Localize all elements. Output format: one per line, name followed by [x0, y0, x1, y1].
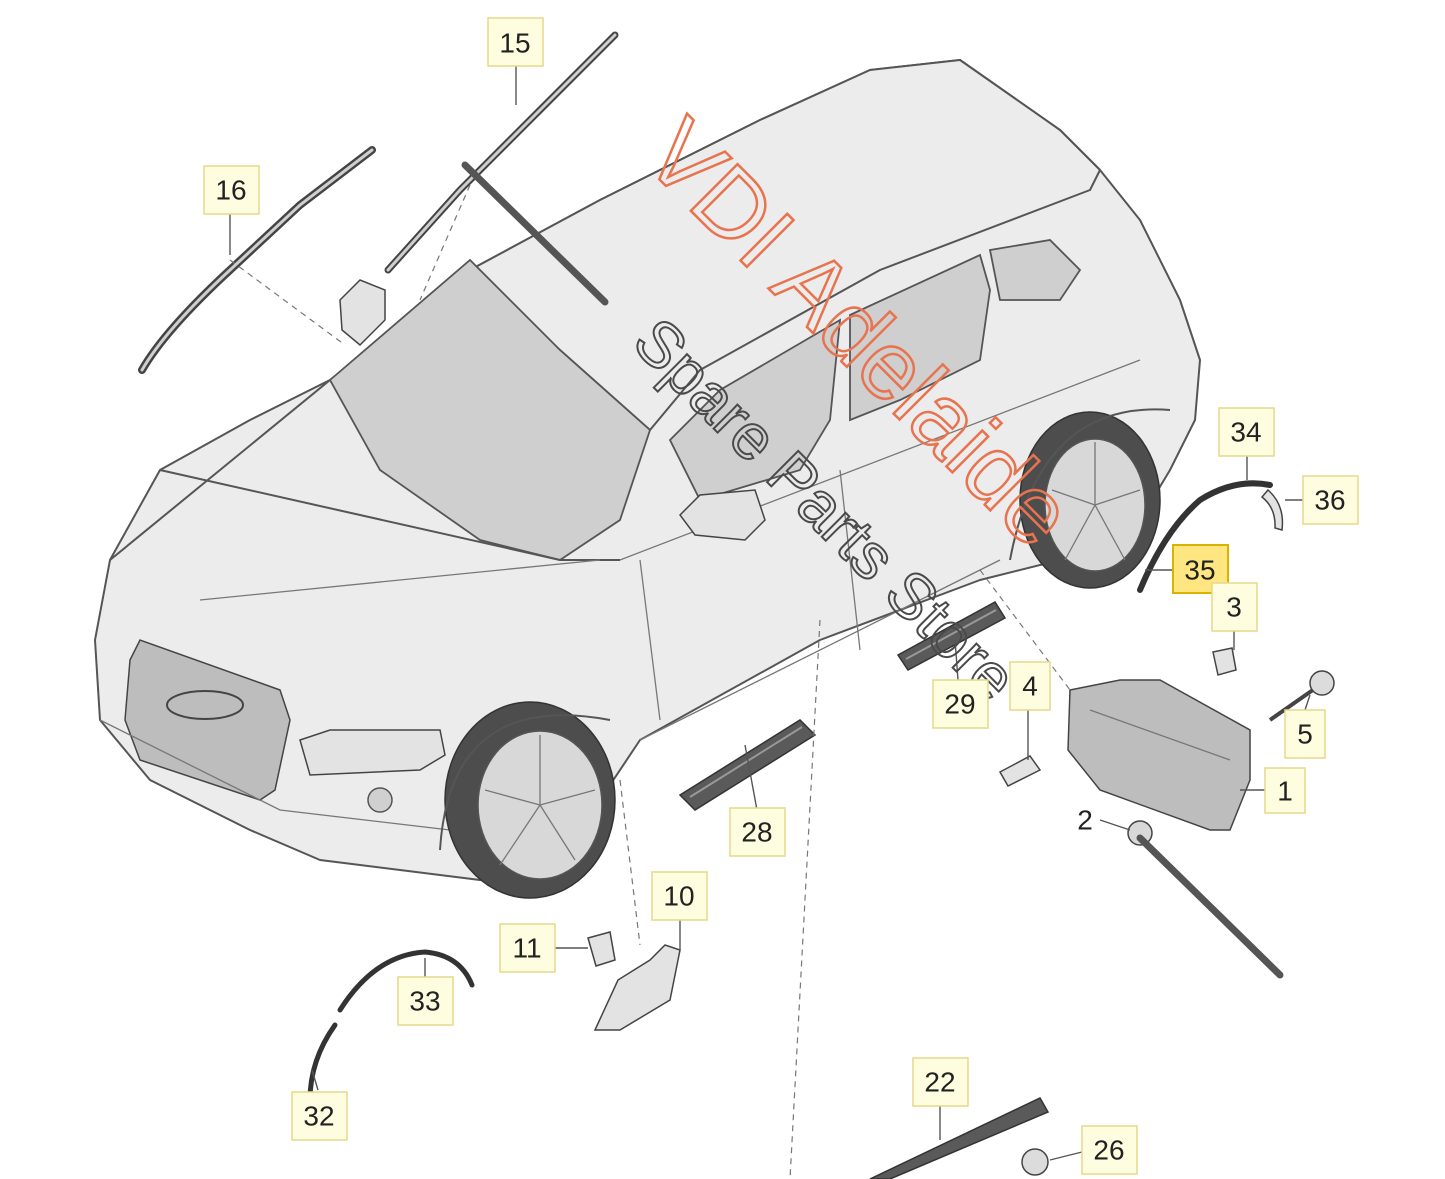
- callout-3[interactable]: 3: [1211, 582, 1258, 632]
- leader-lines: [229, 65, 1311, 1179]
- brand-emblem-icon: [166, 690, 244, 720]
- sill-trim-part: [869, 1097, 1050, 1179]
- fog-light: [367, 787, 393, 813]
- svg-text:4: 4: [1022, 671, 1038, 702]
- svg-text:15: 15: [499, 28, 530, 59]
- front-arch-trim-part: [337, 949, 475, 1013]
- rear-lower-panel-part: [1067, 679, 1251, 831]
- svg-text:34: 34: [1230, 417, 1261, 448]
- svg-text:10: 10: [663, 881, 694, 912]
- callout-10[interactable]: 10: [651, 871, 708, 921]
- hood-line: [109, 379, 331, 561]
- screw-part-5: [1268, 670, 1335, 722]
- separate-parts: [138, 31, 1335, 1179]
- svg-text:1: 1: [1277, 776, 1293, 807]
- svg-text:32: 32: [303, 1101, 334, 1132]
- svg-text:22: 22: [924, 1067, 955, 1098]
- rear-rim-spokes: [1051, 442, 1141, 561]
- headlight: [299, 729, 446, 776]
- callout-5[interactable]: 5: [1284, 709, 1326, 759]
- callout-28[interactable]: 28: [729, 807, 786, 857]
- clip-part-11: [587, 931, 616, 967]
- svg-text:28: 28: [741, 817, 772, 848]
- rear-arch-trim-part: [1137, 480, 1273, 593]
- rear-wheel-arch: [1009, 408, 1171, 561]
- quarter-window: [988, 239, 1082, 301]
- svg-text:29: 29: [944, 689, 975, 720]
- callout-34[interactable]: 34: [1218, 407, 1275, 457]
- callouts: 15 16 34 36 35 3 5 1 2: [203, 17, 1359, 1175]
- front-arch-lower-part: [307, 1022, 338, 1103]
- callout-29[interactable]: 29: [932, 679, 989, 729]
- callout-1[interactable]: 1: [1264, 767, 1306, 814]
- sill-line: [639, 559, 1001, 741]
- callout-15[interactable]: 15: [487, 17, 544, 67]
- callout-32[interactable]: 32: [291, 1091, 348, 1141]
- callout-16[interactable]: 16: [203, 165, 260, 215]
- plug-part-4: [998, 755, 1042, 787]
- front-wheel-arch: [439, 714, 611, 851]
- svg-text:5: 5: [1297, 719, 1313, 750]
- svg-text:26: 26: [1093, 1135, 1124, 1166]
- windshield: [328, 258, 652, 561]
- rear-door-window: [849, 253, 991, 422]
- callout-11[interactable]: 11: [499, 923, 556, 973]
- callout-4[interactable]: 4: [1009, 661, 1051, 711]
- rear-door-line: [839, 469, 861, 651]
- front-door-trim-part: [678, 719, 817, 811]
- front-grille: [124, 639, 291, 801]
- left-mirror: [339, 279, 386, 347]
- right-mirror: [679, 489, 766, 541]
- callout-22[interactable]: 22: [912, 1057, 969, 1107]
- vehicle-illustration: [94, 59, 1201, 899]
- clip-part-3: [1212, 647, 1237, 676]
- front-lower-trim-part: [593, 944, 681, 1031]
- callout-33[interactable]: 33: [397, 976, 454, 1026]
- svg-text:11: 11: [512, 933, 541, 964]
- svg-text:2: 2: [1077, 805, 1093, 836]
- hood-crease: [199, 559, 601, 601]
- front-bumper-line: [99, 719, 451, 831]
- front-rim-spokes: [484, 735, 596, 866]
- svg-text:16: 16: [215, 175, 246, 206]
- clip-part-36: [1260, 488, 1284, 531]
- clip-part-26: [1021, 1148, 1049, 1176]
- svg-text:35: 35: [1184, 555, 1215, 586]
- callout-2[interactable]: 2: [1077, 805, 1093, 836]
- front-door-line: [639, 559, 661, 721]
- callout-26[interactable]: 26: [1081, 1125, 1138, 1175]
- svg-text:33: 33: [409, 986, 440, 1017]
- svg-text:36: 36: [1314, 485, 1345, 516]
- callout-36[interactable]: 36: [1302, 475, 1359, 525]
- callout-35[interactable]: 35: [1172, 544, 1229, 594]
- svg-text:3: 3: [1226, 592, 1242, 623]
